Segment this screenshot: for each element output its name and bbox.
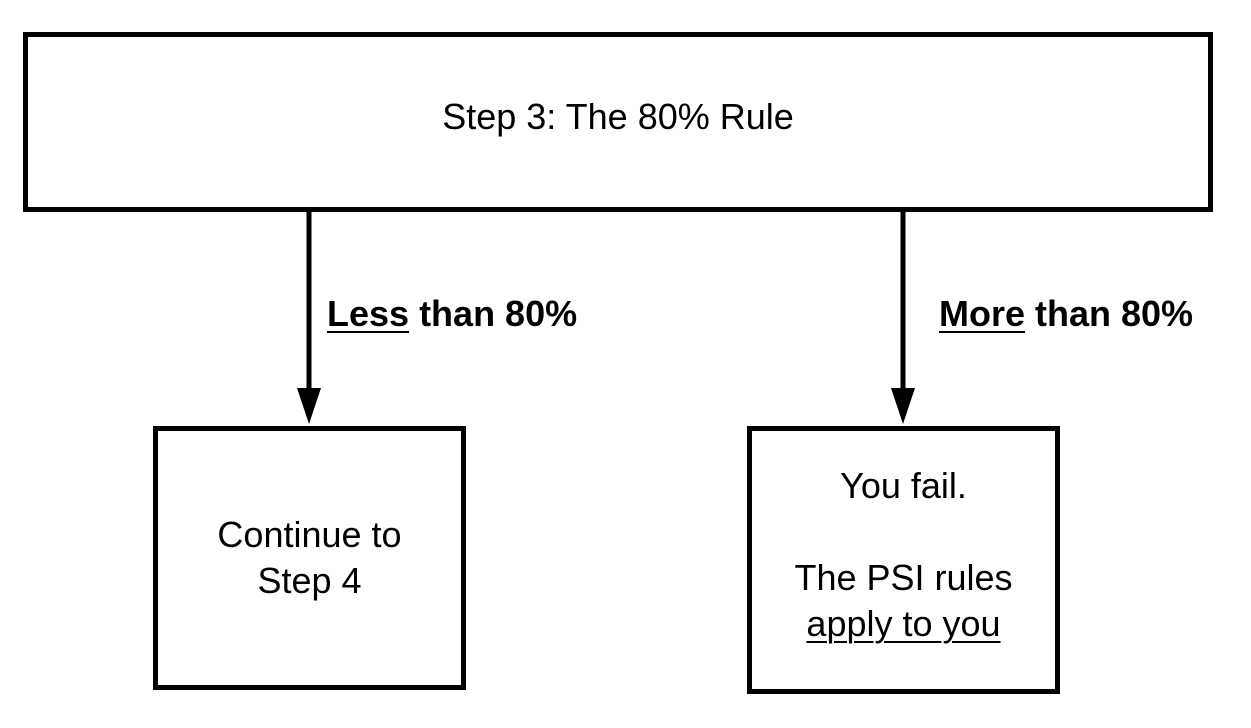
arrow-less [297, 212, 321, 424]
psi-text: The PSI rules apply to you [794, 555, 1012, 647]
psi-line-2: apply to you [806, 603, 1001, 644]
continue-text: Continue to Step 4 [217, 512, 401, 604]
continue-line-2: Step 4 [257, 560, 362, 601]
more-than-label: More than 80% [939, 294, 1193, 334]
continue-line-1: Continue to [217, 514, 402, 555]
step-3-box: Step 3: The 80% Rule [23, 32, 1213, 212]
arrow-more [891, 212, 915, 424]
continue-box: Continue to Step 4 [153, 426, 466, 690]
psi-line-1: The PSI rules [794, 557, 1013, 598]
fail-line: You fail. [840, 465, 967, 506]
step-3-title: Step 3: The 80% Rule [442, 96, 794, 137]
more-rest: than 80% [1025, 293, 1194, 334]
less-than-label: Less than 80% [327, 294, 577, 334]
less-emphasis: Less [327, 293, 410, 334]
less-rest: than 80% [409, 293, 578, 334]
more-emphasis: More [939, 293, 1026, 334]
fail-box: You fail. The PSI rules apply to you [747, 426, 1060, 694]
